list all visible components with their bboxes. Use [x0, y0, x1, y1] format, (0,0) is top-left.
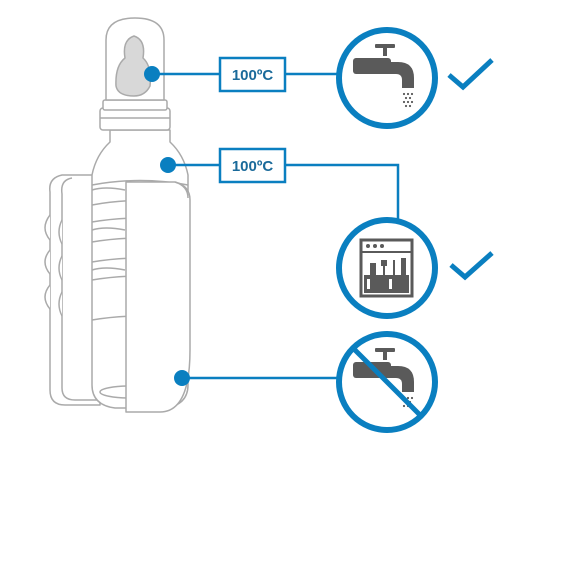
dishwasher-icon: [336, 217, 438, 319]
sleeve-left-folds: [44, 174, 101, 406]
faucet-icon: [336, 27, 438, 129]
checkmark-icon: [447, 58, 494, 91]
bottle-marker: [160, 157, 176, 173]
temp-label-nipple: 100ºC: [218, 56, 287, 93]
sleeve-marker: [174, 370, 190, 386]
prohibition-slash: [350, 345, 422, 417]
nipple: [115, 35, 152, 97]
connectors: [152, 72, 400, 380]
nipple-marker: [144, 66, 160, 82]
temp-label-nipple-text: 100ºC: [232, 67, 274, 84]
temp-label-bottle-text: 100ºC: [232, 158, 274, 175]
no-faucet-icon: [336, 331, 438, 433]
bottle-illustration: [44, 17, 191, 413]
bottle-collar: [99, 107, 171, 131]
temp-label-bottle: 100ºC: [218, 147, 287, 184]
checkmark-icon: [449, 251, 494, 281]
connector-dots: [144, 66, 190, 386]
